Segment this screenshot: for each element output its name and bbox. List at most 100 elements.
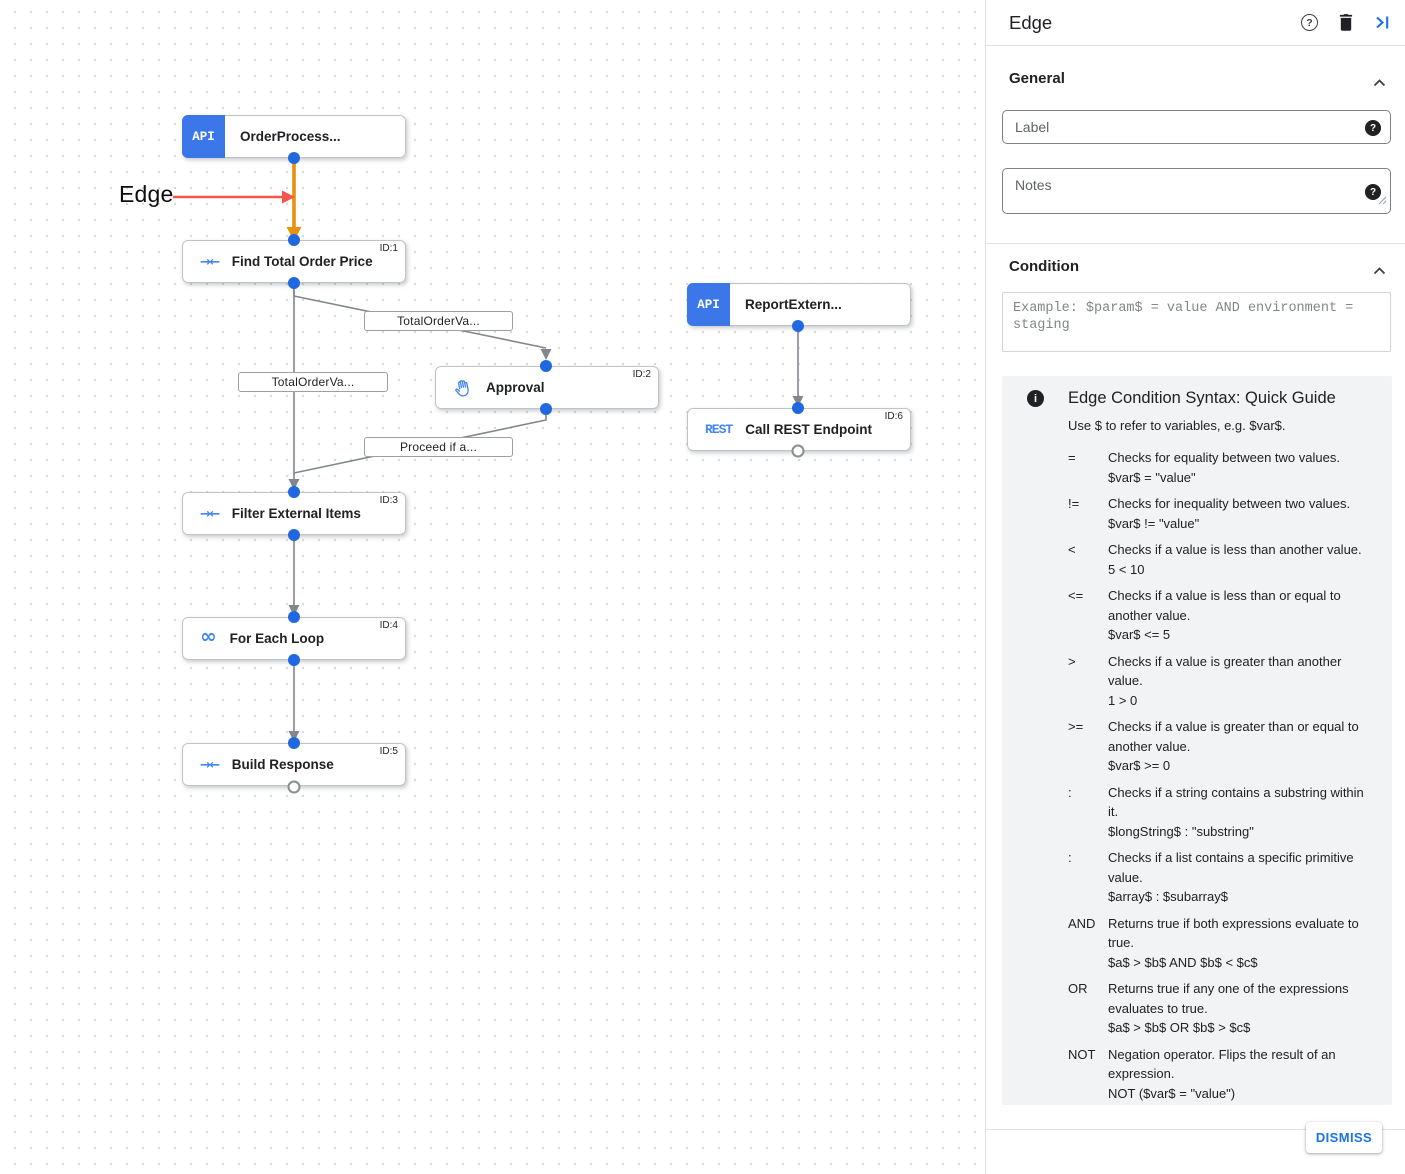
guide-row: NOT Negation operator. Flips the result … bbox=[1068, 1045, 1378, 1104]
guide-row: = Checks for equality between two values… bbox=[1068, 448, 1378, 487]
node-label: Find Total Order Price bbox=[231, 254, 373, 269]
node-id-badge: ID:6 bbox=[884, 411, 903, 422]
guide-subtitle: Use $ to refer to variables, e.g. $var$. bbox=[1068, 418, 1286, 433]
chevron-up-icon[interactable] bbox=[1373, 74, 1386, 92]
port-unconnected[interactable] bbox=[791, 444, 805, 458]
guide-operator: AND bbox=[1068, 915, 1096, 931]
guide-operator: <= bbox=[1068, 588, 1084, 603]
chevron-up-icon[interactable] bbox=[1373, 262, 1386, 280]
port[interactable] bbox=[792, 320, 804, 332]
workflow-canvas[interactable]: Edge API OrderProcess... Find Total Orde… bbox=[0, 0, 985, 1174]
port[interactable] bbox=[540, 403, 552, 415]
node-filter-external-items[interactable]: Filter External Items ID:3 bbox=[182, 492, 406, 535]
section-condition: Condition bbox=[1009, 258, 1079, 275]
guide-desc: Checks if a string contains a substring … bbox=[1108, 784, 1364, 820]
guide-operator: >= bbox=[1068, 719, 1084, 734]
condition-input[interactable] bbox=[1003, 293, 1390, 351]
guide-operator: = bbox=[1068, 450, 1076, 465]
collapse-panel-icon[interactable] bbox=[1374, 15, 1390, 30]
edge-label-totalorderva-2[interactable]: TotalOrderVa... bbox=[238, 372, 388, 392]
node-reportextern[interactable]: API ReportExtern... bbox=[687, 283, 911, 326]
guide-operator: : bbox=[1068, 784, 1072, 800]
port[interactable] bbox=[288, 529, 300, 541]
node-build-response[interactable]: Build Response ID:5 bbox=[182, 743, 406, 786]
notes-help-icon[interactable] bbox=[1365, 184, 1381, 200]
guide-example: 1 > 0 bbox=[1108, 692, 1138, 708]
guide-example: $var$ <= 5 bbox=[1108, 627, 1171, 642]
guide-operator: < bbox=[1068, 542, 1076, 557]
guide-row: < Checks if a value is less than another… bbox=[1068, 540, 1378, 579]
guide-operator: : bbox=[1068, 850, 1072, 865]
notes-field-wrap bbox=[1002, 168, 1391, 214]
node-orderprocess[interactable]: API OrderProcess... bbox=[182, 115, 406, 158]
guide-desc: Checks if a value is greater than anothe… bbox=[1108, 653, 1342, 689]
panel-header: Edge bbox=[986, 0, 1405, 45]
approval-hand-icon bbox=[453, 378, 473, 398]
guide-operator: != bbox=[1068, 496, 1080, 511]
edge-arrowheads bbox=[288, 349, 804, 742]
guide-desc: Returns true if any one of the expressio… bbox=[1108, 981, 1349, 1016]
edge-annotation-label: Edge bbox=[119, 181, 174, 207]
port[interactable] bbox=[792, 402, 804, 414]
edge-label-totalorderva-1[interactable]: TotalOrderVa... bbox=[364, 311, 513, 331]
notes-input[interactable] bbox=[1003, 169, 1390, 213]
divider bbox=[986, 45, 1405, 46]
port[interactable] bbox=[288, 486, 300, 498]
condition-syntax-guide: Edge Condition Syntax: Quick Guide Use $… bbox=[1002, 376, 1392, 1105]
guide-row: > Checks if a value is greater than anot… bbox=[1068, 652, 1378, 711]
delete-icon[interactable] bbox=[1339, 14, 1353, 31]
section-general: General bbox=[1009, 70, 1065, 87]
port[interactable] bbox=[288, 234, 300, 246]
node-label: ReportExtern... bbox=[745, 297, 842, 312]
guide-desc: Checks for inequality between two values… bbox=[1108, 496, 1351, 511]
guide-example: $a$ > $b$ OR $b$ > $c$ bbox=[1108, 1020, 1251, 1035]
api-trigger-icon: API bbox=[687, 283, 730, 326]
guide-example: $var$ != "value" bbox=[1108, 515, 1200, 531]
port[interactable] bbox=[288, 152, 300, 164]
info-icon bbox=[1027, 390, 1044, 407]
node-label: Call REST Endpoint bbox=[745, 422, 872, 437]
node-for-each-loop[interactable]: For Each Loop ID:4 bbox=[182, 617, 406, 660]
help-icon[interactable] bbox=[1301, 14, 1318, 31]
divider bbox=[986, 1129, 1405, 1130]
edges-layer bbox=[173, 158, 804, 742]
port[interactable] bbox=[288, 277, 300, 289]
node-id-badge: ID:1 bbox=[379, 243, 398, 254]
node-id-badge: ID:3 bbox=[379, 495, 398, 506]
guide-desc: Checks if a value is greater than or equ… bbox=[1108, 719, 1359, 754]
guide-example: $array$ : $subarray$ bbox=[1108, 889, 1228, 904]
guide-rows: = Checks for equality between two values… bbox=[1068, 448, 1378, 1103]
edge-properties-panel: Edge General bbox=[985, 0, 1405, 1174]
port[interactable] bbox=[540, 360, 552, 372]
guide-row: <= Checks if a value is less than or equ… bbox=[1068, 586, 1378, 645]
node-label: Build Response bbox=[231, 757, 334, 772]
label-input[interactable] bbox=[1003, 111, 1390, 143]
data-mapping-icon bbox=[200, 505, 219, 523]
loop-icon bbox=[200, 629, 217, 648]
condition-field-wrap bbox=[1002, 292, 1391, 352]
node-label: OrderProcess... bbox=[240, 129, 341, 144]
port[interactable] bbox=[288, 654, 300, 666]
guide-desc: Checks if a list contains a specific pri… bbox=[1108, 850, 1354, 885]
data-mapping-icon bbox=[200, 253, 219, 271]
node-id-badge: ID:5 bbox=[379, 746, 398, 757]
annotation-arrow-icon bbox=[173, 190, 295, 204]
api-trigger-icon: API bbox=[182, 115, 225, 158]
resize-handle-icon[interactable] bbox=[1378, 192, 1387, 210]
edge-label-proceed-if[interactable]: Proceed if a... bbox=[364, 437, 513, 457]
guide-desc: Negation operator. Flips the result of a… bbox=[1108, 1046, 1336, 1082]
divider bbox=[986, 243, 1405, 244]
label-help-icon[interactable] bbox=[1365, 120, 1381, 136]
guide-desc: Checks if a value is less than or equal … bbox=[1108, 588, 1341, 623]
port[interactable] bbox=[288, 611, 300, 623]
guide-row: >= Checks if a value is greater than or … bbox=[1068, 717, 1378, 776]
dismiss-button[interactable]: DISMISS bbox=[1306, 1122, 1382, 1153]
node-call-rest-endpoint[interactable]: REST Call REST Endpoint ID:6 bbox=[687, 408, 911, 451]
port[interactable] bbox=[288, 737, 300, 749]
guide-example: $var$ >= 0 bbox=[1108, 758, 1171, 773]
port-unconnected[interactable] bbox=[287, 780, 301, 794]
guide-row: != Checks for inequality between two val… bbox=[1068, 494, 1378, 533]
guide-example: 5 < 10 bbox=[1108, 561, 1145, 577]
node-label: Approval bbox=[486, 380, 545, 395]
node-approval[interactable]: Approval ID:2 bbox=[435, 366, 659, 409]
